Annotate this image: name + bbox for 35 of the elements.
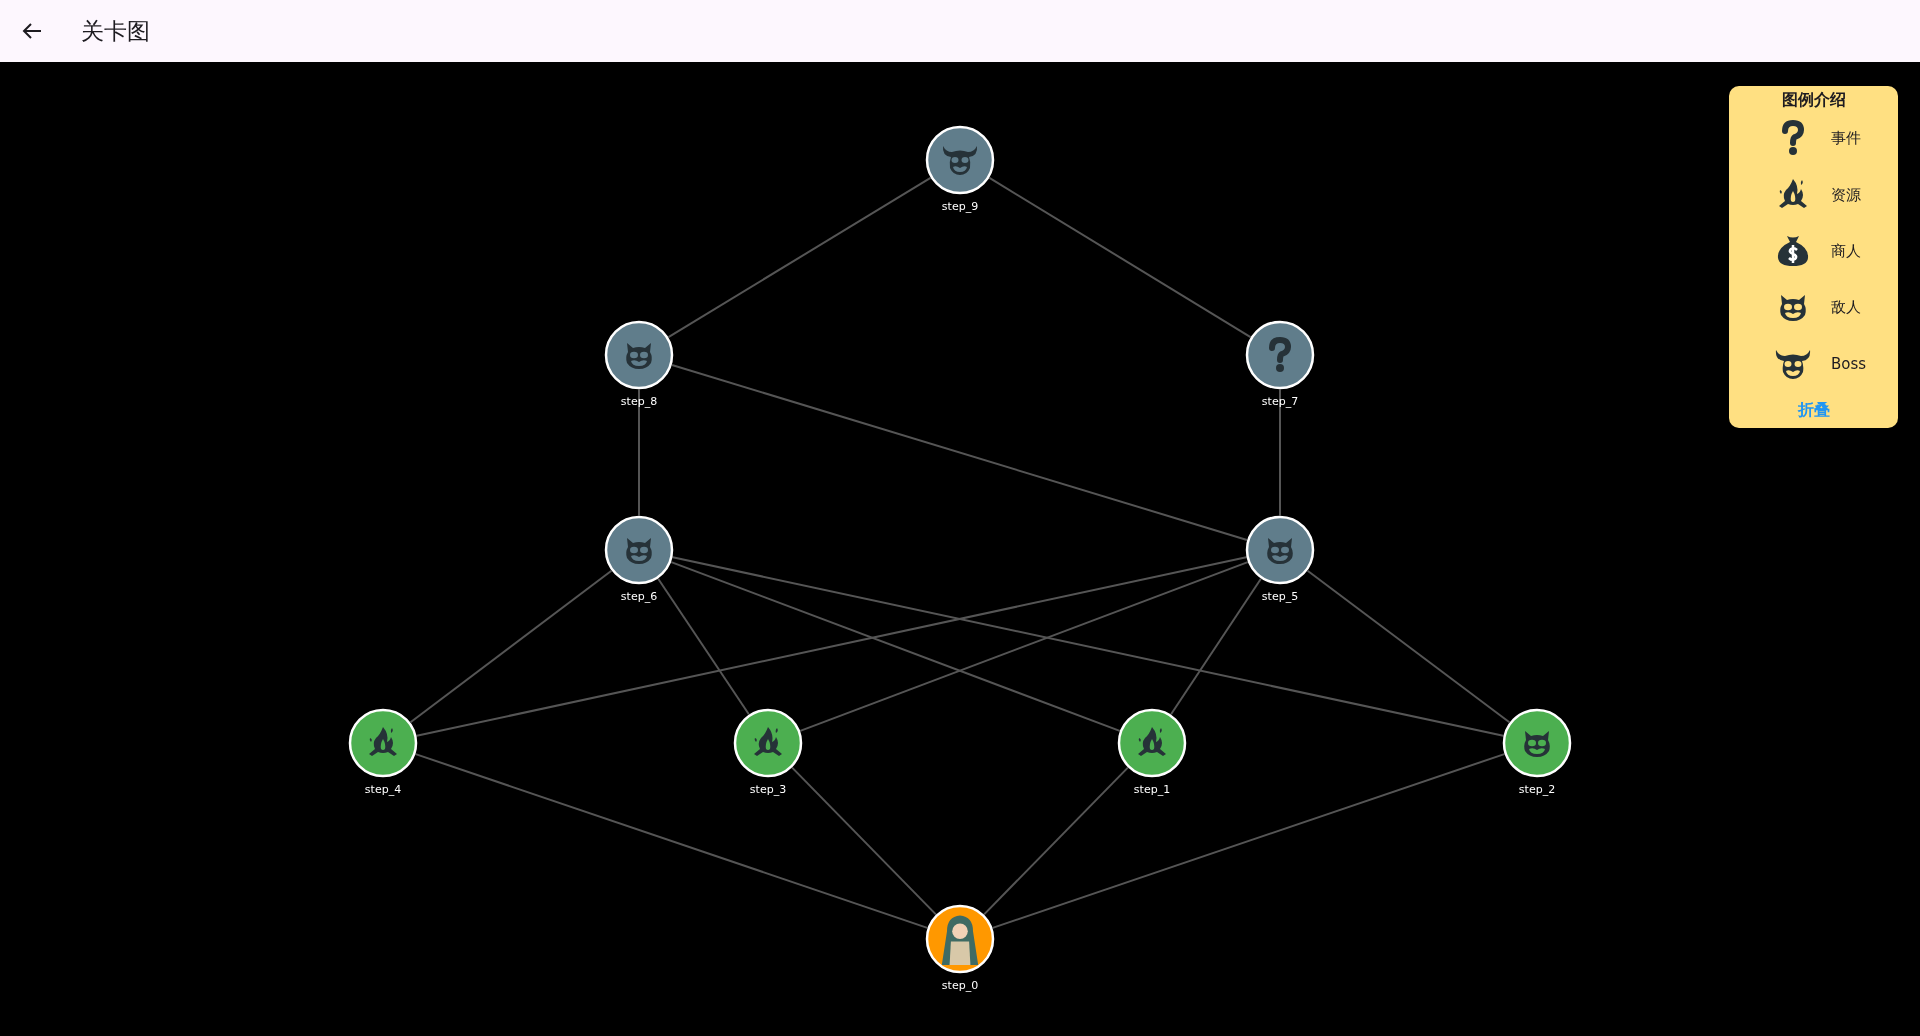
- connector-line: [983, 766, 1129, 916]
- legend-label: Boss: [1831, 354, 1867, 374]
- node-label: step_3: [749, 783, 787, 796]
- connector-line: [667, 176, 932, 339]
- legend-label: 事件: [1831, 128, 1861, 148]
- connector-line: [414, 753, 929, 929]
- connector-line: [1306, 569, 1511, 724]
- connector-line: [409, 569, 613, 724]
- legend-label: 资源: [1831, 185, 1861, 205]
- collapse-link: 折叠: [1797, 400, 1830, 421]
- connector-line: [670, 561, 1121, 732]
- node-label: step_7: [1261, 395, 1299, 408]
- connector-line: [799, 561, 1249, 732]
- connector-line: [991, 753, 1506, 929]
- node-label: step_5: [1261, 590, 1299, 603]
- connector-line: [671, 556, 1505, 737]
- connector-line: [1170, 577, 1262, 716]
- legend-label: 商人: [1831, 241, 1861, 261]
- connector-line: [638, 388, 640, 517]
- legend-label: 敌人: [1831, 297, 1861, 317]
- connector-line: [671, 364, 1248, 541]
- node-label: step_6: [620, 590, 658, 603]
- legend-title: 图例介绍: [1781, 90, 1846, 111]
- connector-line: [988, 176, 1252, 339]
- node-label: step_2: [1518, 783, 1556, 796]
- node-label: step_4: [364, 783, 402, 796]
- connector-line: [415, 556, 1248, 737]
- node-label: step_9: [941, 200, 979, 213]
- node-label: step_8: [620, 395, 658, 408]
- connector-line: [657, 577, 750, 716]
- page-title: 关卡图: [81, 17, 150, 46]
- node-label: step_0: [941, 979, 979, 992]
- node-label: step_1: [1133, 783, 1171, 796]
- connector-line: [791, 766, 937, 916]
- connector-line: [1279, 388, 1281, 517]
